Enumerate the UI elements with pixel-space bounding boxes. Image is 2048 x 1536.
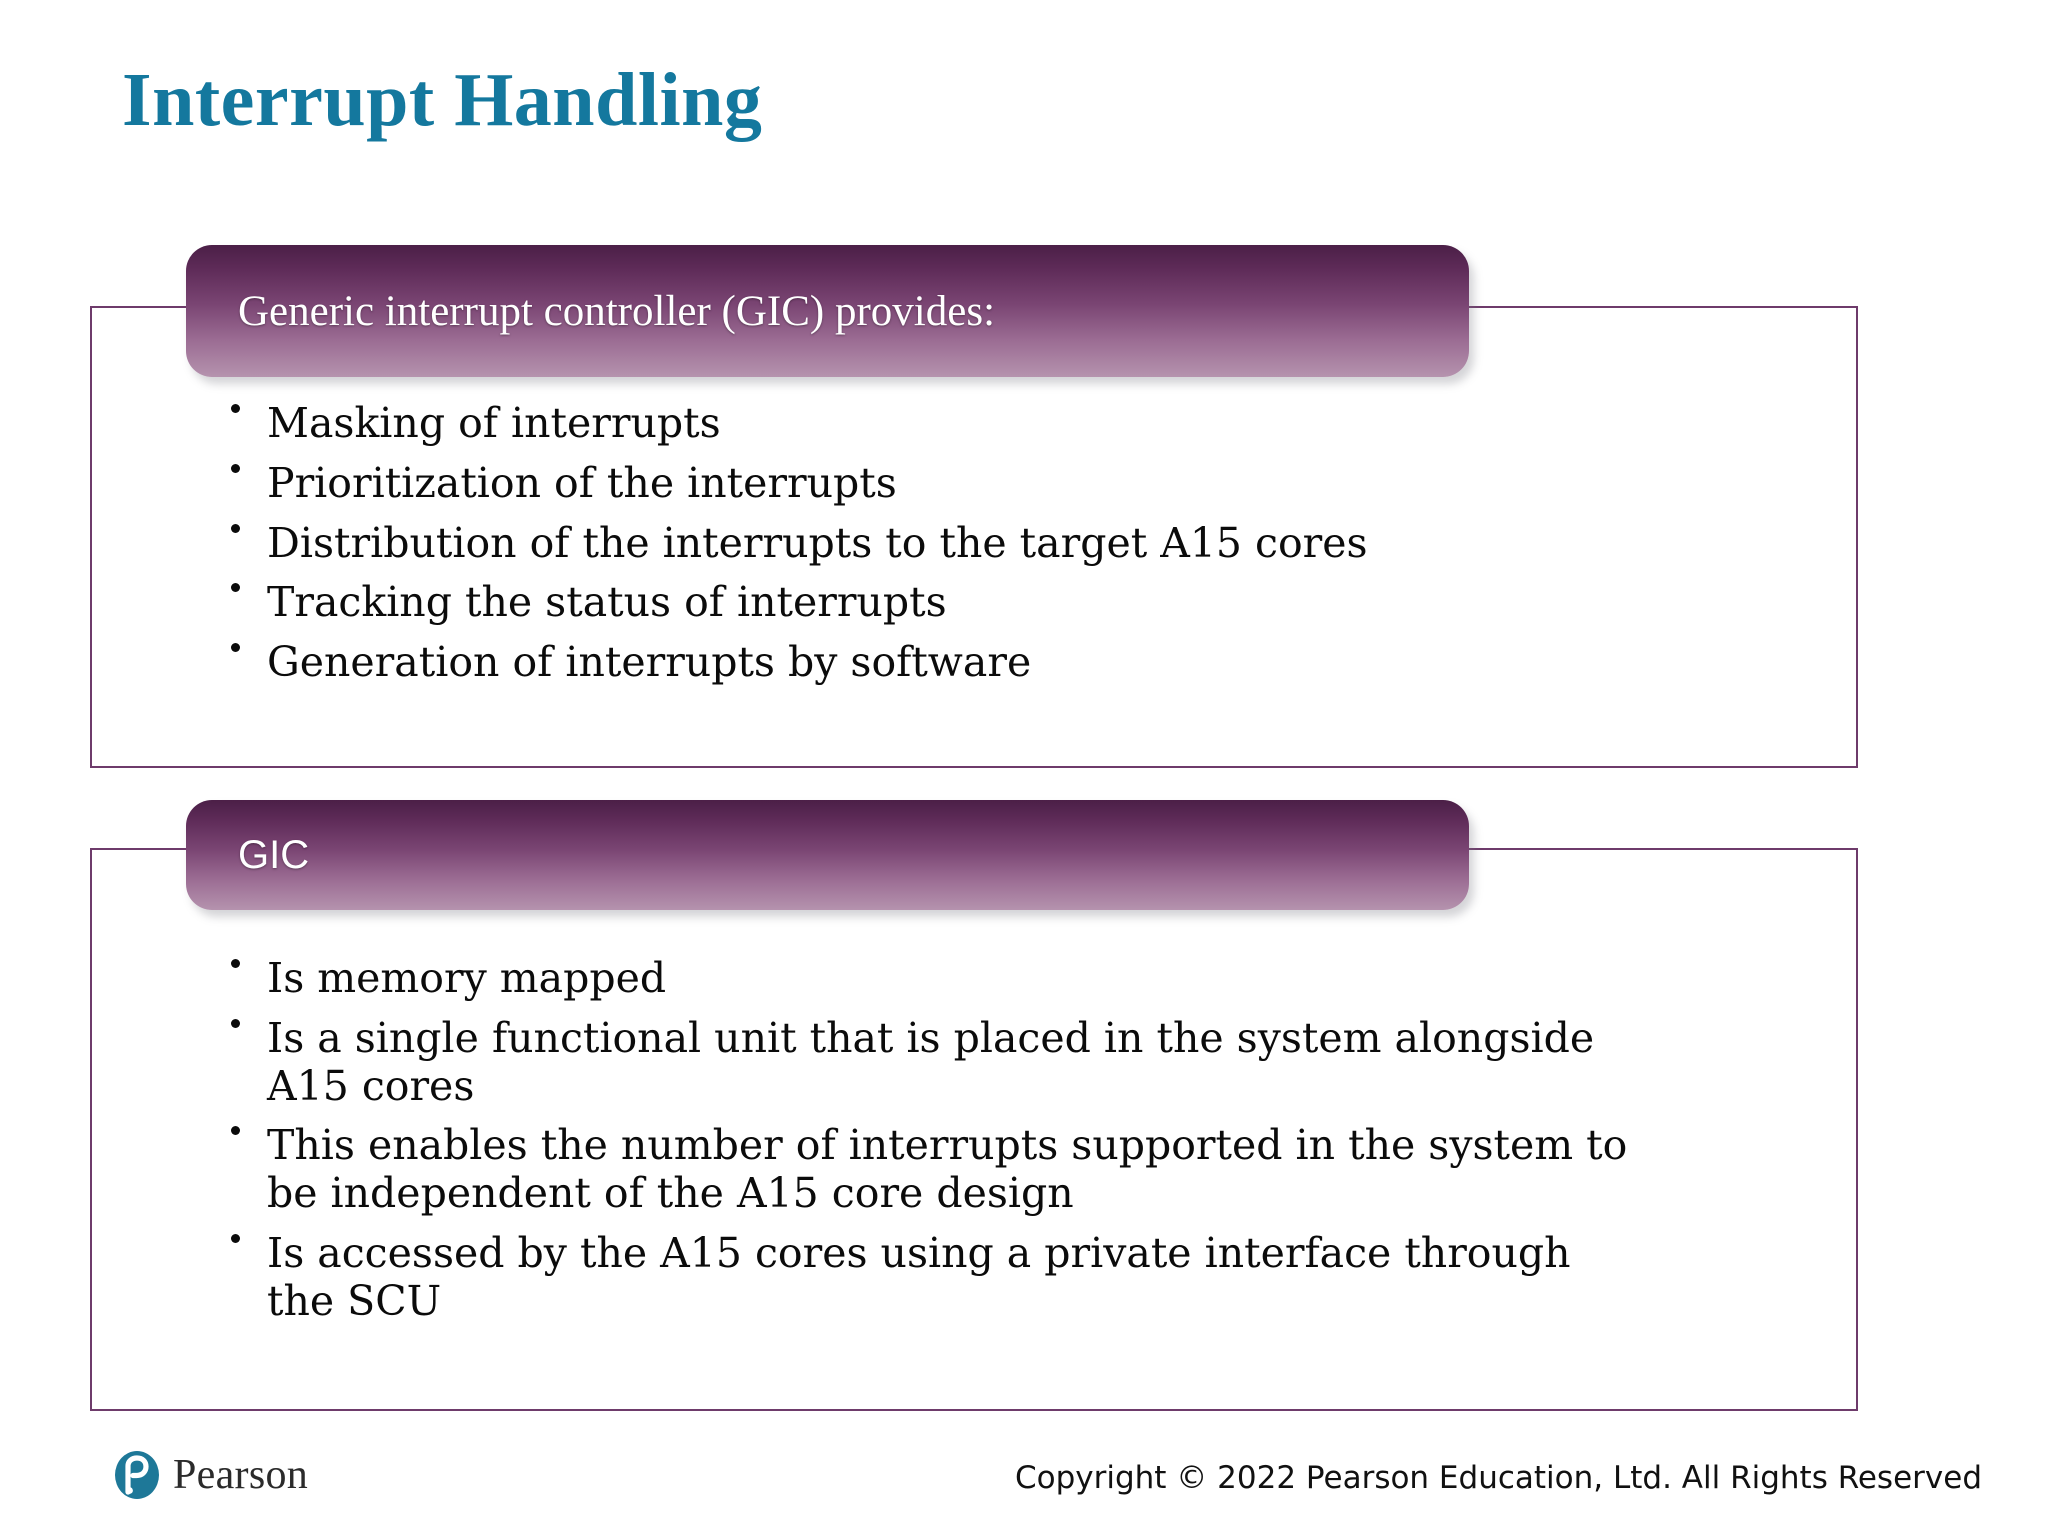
- bullet-dot-icon: [231, 643, 240, 653]
- pearson-logo: Pearson: [112, 1450, 308, 1500]
- bullet-dot-icon: [231, 1126, 240, 1136]
- section-2-banner-label: GIC: [238, 833, 310, 877]
- list-item: Is a single functional unit that is plac…: [225, 1013, 1645, 1111]
- list-item: Prioritization of the interrupts: [225, 458, 1825, 508]
- list-item: Is memory mapped: [225, 954, 1645, 1003]
- list-item-text: Prioritization of the interrupts: [267, 458, 897, 507]
- pearson-logo-text: Pearson: [173, 1452, 309, 1498]
- list-item-text: Distribution of the interrupts to the ta…: [267, 518, 1368, 567]
- bullet-dot-icon: [231, 463, 240, 473]
- list-item-text: Is memory mapped: [267, 954, 667, 1002]
- section-2-banner: GIC: [186, 800, 1469, 910]
- list-item: This enables the number of interrupts su…: [225, 1121, 1645, 1218]
- section-1-bullet-list: Masking of interrupts Prioritization of …: [225, 399, 1825, 699]
- section-1-banner: Generic interrupt controller (GIC) provi…: [186, 245, 1469, 377]
- section-1-banner-label: Generic interrupt controller (GIC) provi…: [238, 287, 996, 335]
- list-item-text: This enables the number of interrupts su…: [267, 1121, 1628, 1217]
- bullet-dot-icon: [231, 523, 240, 533]
- list-item: Generation of interrupts by software: [225, 638, 1825, 687]
- section-2-bullet-list: Is memory mapped Is a single functional …: [225, 954, 1645, 1337]
- bullet-dot-icon: [231, 959, 240, 969]
- bullet-dot-icon: [231, 404, 240, 414]
- list-item-text: Masking of interrupts: [267, 399, 721, 447]
- list-item: Masking of interrupts: [225, 399, 1825, 448]
- bullet-dot-icon: [231, 583, 240, 593]
- page-title: Interrupt Handling: [122, 58, 763, 142]
- list-item: Distribution of the interrupts to the ta…: [225, 518, 1825, 568]
- copyright-notice: Copyright © 2022 Pearson Education, Ltd.…: [1014, 1460, 1982, 1496]
- list-item-text: Is accessed by the A15 cores using a pri…: [267, 1228, 1571, 1325]
- list-item-text: Tracking the status of interrupts: [267, 578, 947, 627]
- slide-footer: Pearson Copyright © 2022 Pearson Educati…: [0, 1440, 2048, 1536]
- pearson-p-icon: [112, 1450, 162, 1500]
- list-item: Tracking the status of interrupts: [225, 578, 1825, 627]
- bullet-dot-icon: [231, 1018, 240, 1028]
- list-item: Is accessed by the A15 cores using a pri…: [225, 1228, 1645, 1326]
- list-item-text: Generation of interrupts by software: [267, 638, 1032, 686]
- list-item-text: Is a single functional unit that is plac…: [267, 1013, 1595, 1110]
- bullet-dot-icon: [231, 1233, 240, 1243]
